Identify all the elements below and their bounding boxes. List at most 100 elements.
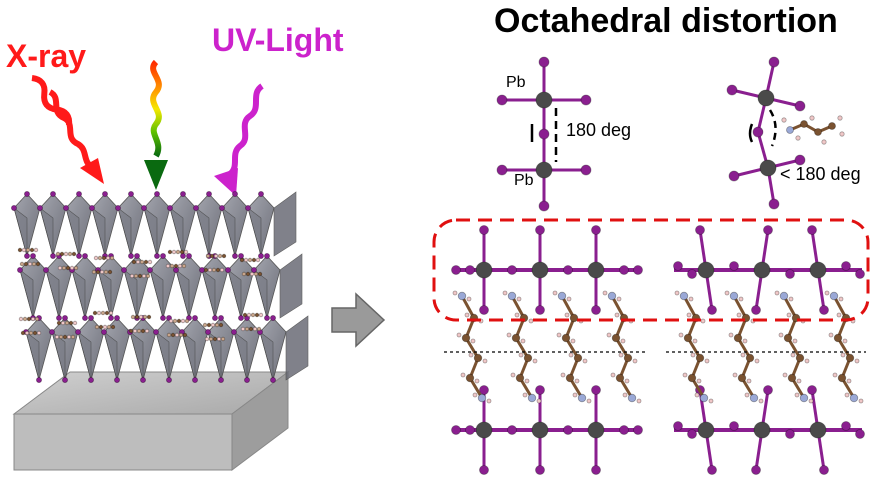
iodine-atom [507, 425, 517, 435]
hydrogen-atom [774, 290, 780, 296]
hydrogen-atom [790, 352, 796, 358]
organic-atom [251, 257, 257, 263]
organic-atom [69, 265, 75, 271]
organic-atom [94, 324, 100, 330]
angle-guide [748, 123, 754, 143]
iodine-atom [707, 465, 717, 475]
iodine-atom [751, 465, 761, 475]
bond [790, 377, 806, 399]
octahedron-face [129, 331, 144, 381]
hydrogen-atom [514, 312, 520, 318]
hydrogen-atom [828, 332, 834, 338]
iodine-atom [82, 252, 89, 259]
hydrogen-atom [470, 338, 476, 344]
lead-atom [697, 261, 715, 279]
hydrogen-atom [566, 296, 572, 302]
organic-atom [26, 316, 32, 322]
iodine-atom [23, 252, 30, 259]
bond [468, 377, 484, 399]
iodine-atom [538, 200, 550, 212]
iodine-atom [619, 425, 629, 435]
hydrogen-atom [610, 372, 616, 378]
organic-atom [216, 336, 222, 342]
hydrogen-atom [556, 332, 562, 338]
iodine-atom [269, 314, 276, 321]
hydrogen-atom [728, 332, 734, 338]
organic-atom [206, 322, 212, 328]
organic-atom [699, 393, 709, 403]
iodine-atom [159, 314, 166, 321]
octahedron-face [25, 331, 40, 381]
organic-atom [565, 373, 575, 383]
organic-atom [180, 318, 186, 324]
octahedron-face [169, 207, 184, 257]
octahedron-face [117, 207, 132, 257]
organic-atom [135, 259, 141, 265]
iodine-atom [673, 421, 683, 431]
octahedron-face [45, 269, 60, 319]
organic-atom [22, 316, 28, 322]
organic-atom [67, 251, 73, 257]
octahedron-face [91, 207, 106, 257]
organic-atom [103, 269, 109, 275]
lead-atom [759, 159, 777, 177]
organic-atom [213, 253, 219, 259]
iodine-atom [535, 305, 545, 315]
organic-atom [182, 332, 188, 338]
organic-atom [203, 267, 209, 273]
hydrogen-atom [506, 332, 512, 338]
organic-atom [687, 373, 697, 383]
iodine-atom [673, 261, 683, 271]
hydrogen-atom [781, 117, 787, 123]
organic-atom [749, 393, 759, 403]
bond [568, 377, 584, 399]
octahedron-face [259, 331, 274, 381]
iodine-atom [204, 328, 211, 335]
hydrogen-atom [560, 372, 566, 378]
hydrogen-atom [742, 338, 748, 344]
bond [460, 295, 476, 319]
hydrogen-atom [606, 332, 612, 338]
hydrogen-atom [837, 115, 843, 121]
organic-atom [828, 122, 836, 130]
hydrogen-atom [602, 290, 608, 296]
hydrogen-atom [690, 352, 696, 358]
hydrogen-atom [692, 338, 698, 344]
iodine-atom [768, 198, 780, 210]
organic-atom [137, 273, 143, 279]
iodine-atom [591, 305, 601, 315]
substrate [12, 371, 290, 471]
hydrogen-atom [840, 352, 846, 358]
hydrogen-atom [532, 358, 538, 364]
organic-atom [240, 326, 246, 332]
organic-atom [72, 320, 78, 326]
iodine-atom [250, 266, 257, 273]
organic-atom [29, 247, 35, 253]
iodine-atom [729, 421, 739, 431]
process-arrow [331, 292, 386, 348]
iodine-atom [237, 252, 244, 259]
iodine-atom [152, 328, 159, 335]
organic-atom [210, 322, 216, 328]
organic-atom [219, 267, 225, 273]
organic-atom [243, 257, 249, 263]
bond [732, 295, 748, 319]
organic-atom [98, 324, 104, 330]
iodine-atom [101, 328, 108, 335]
organic-atom [786, 126, 794, 134]
iodine-atom [728, 170, 740, 182]
iodine-atom [619, 265, 629, 275]
iodine-atom [465, 265, 475, 275]
organic-atom [561, 333, 571, 343]
lead-atom [757, 89, 775, 107]
organic-atom [93, 255, 99, 261]
iodine-atom [76, 190, 83, 197]
organic-atom [729, 291, 739, 301]
octahedron-face [201, 269, 216, 319]
organic-atom [683, 333, 693, 343]
hydrogen-atom [786, 312, 792, 318]
organic-atom [170, 332, 176, 338]
octahedron-face [103, 331, 118, 381]
iodine-atom [29, 252, 36, 259]
